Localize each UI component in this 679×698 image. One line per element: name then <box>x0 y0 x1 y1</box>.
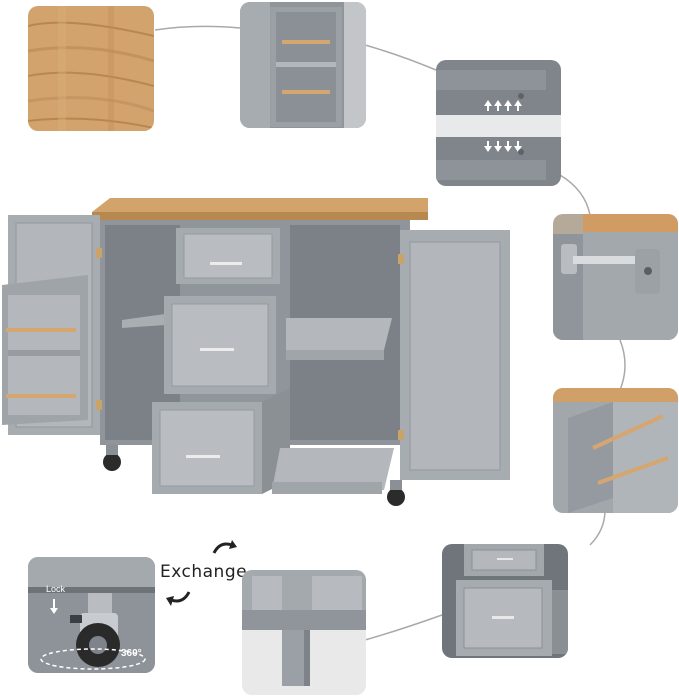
spice-rack-detail <box>240 2 366 128</box>
drawer-detail <box>442 544 568 658</box>
exchange-arrow-bottom-icon <box>166 591 191 606</box>
down-arrows-icon <box>484 141 522 152</box>
exchange-label: Exchange <box>160 562 248 582</box>
kitchen-island-cart <box>0 190 520 515</box>
rotation-label: 360° <box>121 648 142 659</box>
leg-detail <box>242 570 366 695</box>
drawer-slide-detail <box>436 60 561 186</box>
up-arrows-icon <box>484 100 522 111</box>
towel-bar-detail <box>553 214 678 340</box>
caster-wheel-detail <box>28 557 155 673</box>
down-arrow-icon <box>50 599 58 614</box>
exchange-arrow-top-icon <box>212 540 237 554</box>
wood-top-detail <box>28 6 154 131</box>
lock-label: Lock <box>46 584 66 594</box>
side-rack-detail <box>553 388 678 513</box>
